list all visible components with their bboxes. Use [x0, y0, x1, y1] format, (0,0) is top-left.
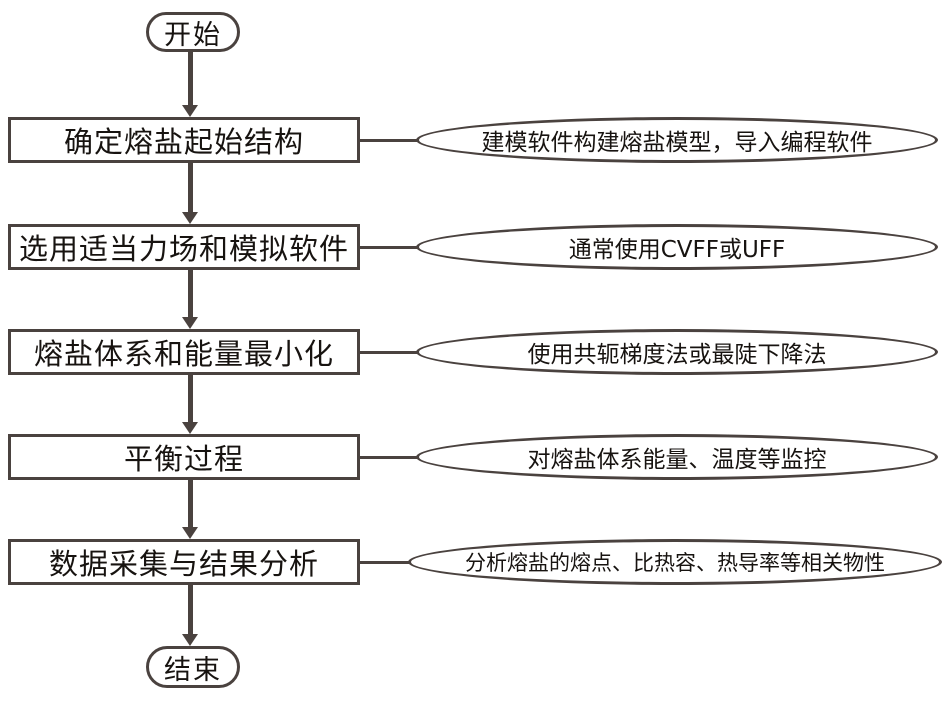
flow-arrow-step3-to-step4	[182, 375, 198, 434]
note-ellipse-2: 通常使用CVFF或UFF	[416, 224, 938, 270]
flow-arrow-step2-to-step3	[182, 270, 198, 329]
end-node: 结束	[146, 646, 240, 688]
flow-arrow-step1-to-step2	[182, 163, 198, 224]
connector-line-2	[358, 246, 418, 249]
connector-line-3	[358, 351, 418, 354]
connector-line-5	[358, 561, 410, 564]
step-box-1: 确定熔盐起始结构	[8, 117, 360, 163]
step-box-2: 选用适当力场和模拟软件	[8, 224, 360, 270]
step-box-4: 平衡过程	[8, 434, 360, 480]
step-box-3: 熔盐体系和能量最小化	[8, 329, 360, 375]
note-ellipse-5: 分析熔盐的熔点、比热容、热导率等相关物性	[408, 539, 942, 585]
flow-arrow-step5-to-end	[182, 585, 198, 646]
flow-arrow-step4-to-step5	[182, 480, 198, 539]
note-ellipse-3: 使用共轭梯度法或最陡下降法	[416, 329, 938, 375]
note-ellipse-1: 建模软件构建熔盐模型，导入编程软件	[416, 117, 938, 163]
start-node: 开始	[146, 12, 240, 52]
note-ellipse-4: 对熔盐体系能量、温度等监控	[416, 434, 938, 480]
connector-line-4	[358, 456, 418, 459]
step-box-5: 数据采集与结果分析	[8, 539, 360, 585]
connector-line-1	[358, 139, 418, 142]
flow-arrow-start-to-step1	[182, 52, 198, 117]
